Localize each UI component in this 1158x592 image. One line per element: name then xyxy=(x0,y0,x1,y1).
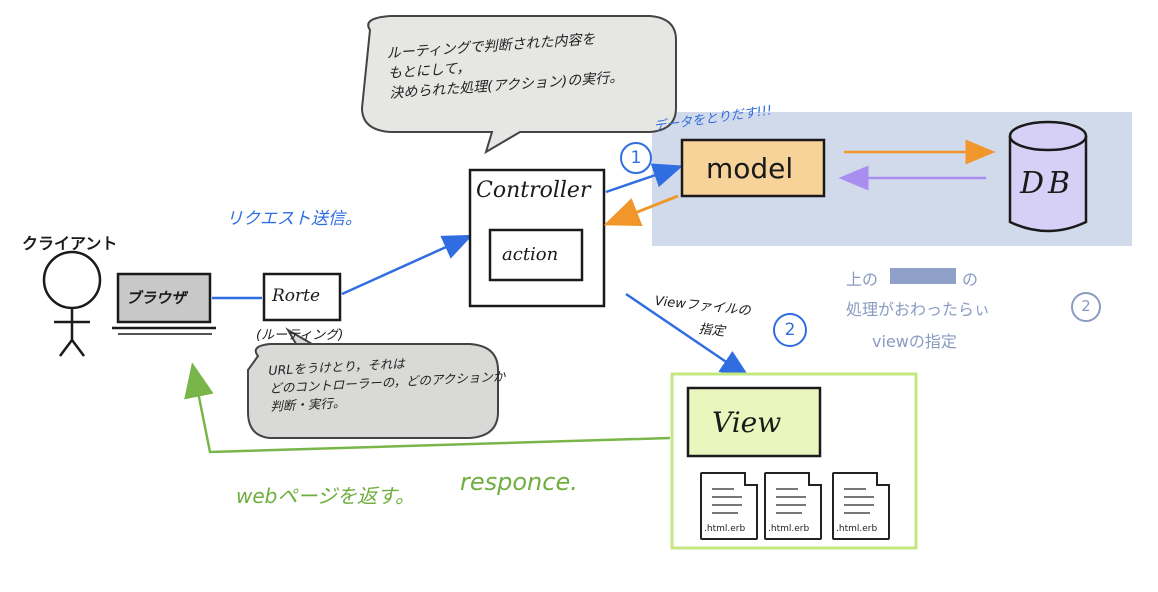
erb-file-icon-2: .html.erb xyxy=(764,472,822,540)
erb-file-icon-3: .html.erb xyxy=(832,472,890,540)
client-label: クライアント xyxy=(22,234,118,253)
response-label-en: responce. xyxy=(460,468,578,496)
note-line-2: 処理がおわったらぃ xyxy=(846,300,991,319)
browser-label: ブラウザ xyxy=(126,289,187,307)
action-label: action xyxy=(502,244,559,265)
note-step-2-circle xyxy=(1071,292,1101,322)
route-sub-label: (ルーティング) xyxy=(256,328,344,343)
note-prefix: 上の xyxy=(846,270,879,289)
model-label: model xyxy=(706,152,794,185)
step-1-number: 1 xyxy=(630,148,642,168)
request-label: リクエスト送信。 xyxy=(226,209,362,229)
step-2-number: 2 xyxy=(784,320,796,340)
route-box xyxy=(262,272,342,322)
erb-file-name-3: .html.erb xyxy=(836,524,878,534)
controller-view-arrow xyxy=(625,292,751,379)
route-label: Rorte xyxy=(272,286,321,306)
erb-file-name-1: .html.erb xyxy=(704,524,746,534)
client-figure-icon xyxy=(42,250,102,357)
controller-model-arrow xyxy=(605,163,684,194)
response-arrow xyxy=(184,362,671,454)
erb-file-name-2: .html.erb xyxy=(768,524,810,534)
view-box xyxy=(686,386,822,458)
step-2-circle xyxy=(773,313,807,347)
db-label: DB xyxy=(1020,166,1075,201)
action-box xyxy=(488,228,584,282)
route-speech-bubble xyxy=(247,327,499,439)
step-1-circle xyxy=(620,142,652,174)
view-step-line-2: 指定 xyxy=(698,321,726,340)
controller-label: Controller xyxy=(476,178,591,203)
controller-speech-bubble xyxy=(360,15,677,155)
note-suffix: の xyxy=(962,270,979,289)
note-redacted-box xyxy=(890,268,956,284)
browser-laptop-icon xyxy=(112,272,216,335)
db-cylinder-icon xyxy=(1008,120,1088,233)
response-label: webページを返す。 xyxy=(236,484,415,508)
erb-file-icon-1: .html.erb xyxy=(700,472,758,540)
request-arrow xyxy=(341,234,473,296)
note-line-3: viewの指定 xyxy=(872,332,957,351)
view-label: View xyxy=(712,406,782,439)
model-controller-arrow xyxy=(603,194,679,227)
model-box xyxy=(680,138,826,198)
note-step-number: 2 xyxy=(1081,297,1091,315)
